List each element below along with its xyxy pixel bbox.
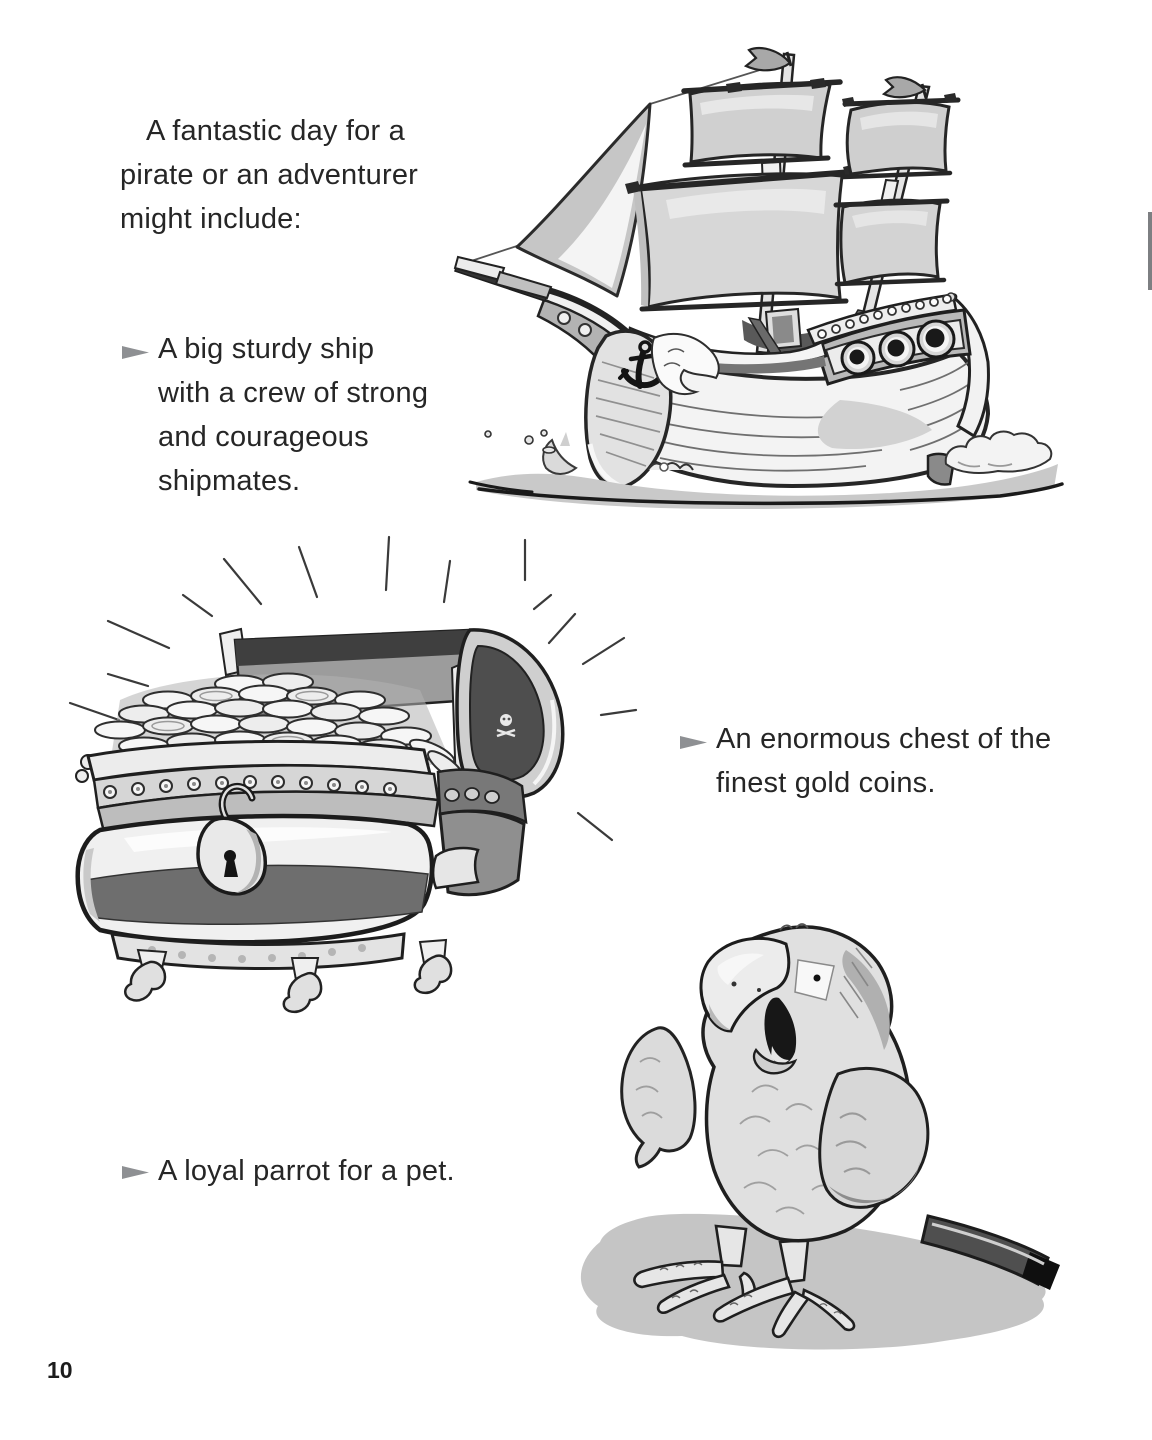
parrot-tail bbox=[920, 1214, 1060, 1290]
bullet-arrow-icon bbox=[122, 346, 149, 359]
intro-line: might include: bbox=[120, 203, 302, 235]
parrot-illustration bbox=[545, 885, 1085, 1360]
ship-waves bbox=[468, 429, 1064, 510]
ship-jib-sail bbox=[515, 102, 652, 298]
page-number: 10 bbox=[47, 1357, 73, 1383]
bullet-arrow-icon bbox=[680, 736, 707, 749]
ship-scroll-carving bbox=[650, 332, 720, 396]
ship-portholes bbox=[840, 319, 956, 376]
bullet-line: shipmates. bbox=[158, 465, 301, 497]
parrot-eye bbox=[813, 974, 821, 982]
chest-base bbox=[110, 932, 453, 1014]
treasure-chest-illustration bbox=[60, 525, 670, 1020]
bullet-arrow-icon bbox=[122, 1166, 149, 1179]
edge-tab bbox=[1148, 212, 1152, 290]
ship-prow bbox=[532, 284, 720, 490]
parrot-feet bbox=[633, 1260, 856, 1339]
ship-mainsail bbox=[625, 164, 859, 312]
chest-lid bbox=[450, 628, 565, 800]
ship-hull bbox=[603, 343, 991, 489]
parrot-fluff bbox=[739, 1084, 837, 1215]
parrot-shadow bbox=[580, 1213, 1046, 1350]
bullet-line: with a crew of strong bbox=[158, 377, 429, 409]
parrot-right-wing bbox=[818, 1066, 930, 1209]
chest-padlock bbox=[196, 782, 267, 896]
intro-paragraph: A fantastic day for a pirate or an adven… bbox=[120, 109, 418, 241]
parrot-face bbox=[699, 936, 835, 1075]
ship-stern-castle bbox=[806, 292, 990, 439]
ship-rail-dots bbox=[817, 294, 952, 339]
bullet-line: A big sturdy ship bbox=[158, 333, 375, 365]
ship-main-topsail bbox=[681, 78, 843, 168]
bullet-line: An enormous chest of the bbox=[716, 723, 1052, 755]
bullet-line: finest gold coins. bbox=[716, 767, 936, 799]
chest-rivets bbox=[103, 775, 397, 799]
chest-right-side bbox=[431, 768, 528, 897]
parrot-legs bbox=[714, 1224, 810, 1284]
chest-handle bbox=[431, 846, 480, 890]
ship-rear-topsail bbox=[840, 93, 961, 180]
pirate-ship-illustration bbox=[440, 30, 1080, 515]
bullet-line: and courageous bbox=[158, 421, 369, 453]
intro-line: A fantastic day for a bbox=[146, 115, 405, 147]
parrot-lower-beak bbox=[752, 1048, 798, 1075]
parrot-foot-scales bbox=[659, 1262, 842, 1315]
intro-line: pirate or an adventurer bbox=[120, 159, 418, 191]
parrot-left-wing bbox=[620, 1026, 697, 1169]
bullet-item-ship: A big sturdy ship with a crew of strong … bbox=[158, 327, 428, 503]
ship-flag-icon bbox=[881, 76, 927, 99]
ship-flag-icon bbox=[743, 46, 792, 72]
skull-crossbones-icon bbox=[496, 714, 516, 738]
ship-rear-lower-sail bbox=[833, 198, 950, 287]
parrot-beak bbox=[699, 936, 791, 1033]
bullet-line: A loyal parrot for a pet. bbox=[158, 1155, 455, 1187]
bullet-item-chest: An enormous chest of the finest gold coi… bbox=[716, 717, 1051, 805]
bullet-item-parrot: A loyal parrot for a pet. bbox=[158, 1149, 455, 1193]
chest-shine-rays bbox=[68, 535, 638, 842]
chest-rim bbox=[75, 739, 440, 834]
ship-bowsprit bbox=[453, 255, 553, 302]
